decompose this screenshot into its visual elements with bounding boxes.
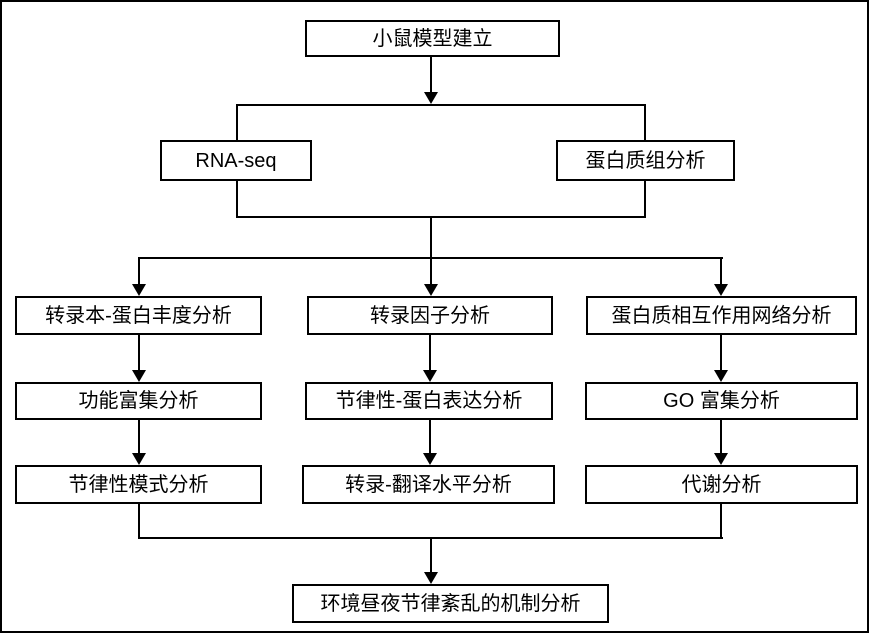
node-transcript-protein-abundance: 转录本-蛋白丰度分析 [15,296,262,335]
arrowhead-right-4-5 [714,453,728,465]
node-transcription-factor-label: 转录因子分析 [370,304,490,327]
connector-bus-right-drop [720,257,722,284]
node-go-enrichment: GO 富集分析 [585,382,858,420]
node-go-enrichment-label: GO 富集分析 [663,390,780,412]
arrowhead-left-3-4 [132,370,146,382]
node-rhythmic-protein-expression: 节律性-蛋白表达分析 [305,382,553,420]
node-metabolism: 代谢分析 [585,465,858,504]
node-proteomics: 蛋白质组分析 [556,140,735,181]
node-mechanism-label: 环境昼夜节律紊乱的机制分析 [320,592,581,615]
connector-group-to-bus [430,218,432,284]
connector-bus-left-drop [138,257,140,284]
connector-right-merge-drop [720,504,722,539]
connector-bus-to-final [430,537,432,572]
node-metabolism-label: 代谢分析 [681,473,762,496]
node-mouse-model: 小鼠模型建立 [305,20,560,57]
connector-top-vertical [430,57,432,93]
node-proteomics-label: 蛋白质组分析 [585,149,706,172]
node-transcription-translation-label: 转录-翻译水平分析 [345,473,512,496]
connector-top-bus [138,257,723,259]
node-functional-enrichment-label: 功能富集分析 [78,390,199,412]
node-rna-seq-label: RNA-seq [195,149,277,172]
node-mouse-model-label: 小鼠模型建立 [372,27,493,50]
node-rna-seq: RNA-seq [160,140,312,181]
connector-right-3-4 [720,335,722,370]
arrowhead-mid-4-5 [423,453,437,465]
connector-left-4-5 [138,420,140,453]
node-transcription-factor: 转录因子分析 [307,296,553,335]
node-ppi-network-label: 蛋白质相互作用网络分析 [611,304,832,327]
arrowhead-right-3-4 [714,370,728,382]
node-transcript-protein-abundance-label: 转录本-蛋白丰度分析 [45,304,232,327]
arrowhead-into-group [424,92,438,104]
connector-right-4-5 [720,420,722,453]
node-transcription-translation: 转录-翻译水平分析 [302,465,555,504]
node-rhythmic-pattern: 节律性模式分析 [15,465,262,504]
arrowhead-into-final [424,572,438,584]
arrowhead-into-left-column [132,284,146,296]
connector-left-3-4 [138,335,140,370]
node-functional-enrichment: 功能富集分析 [15,382,262,420]
arrowhead-into-middle-column [424,284,438,296]
arrowhead-into-right-column [714,284,728,296]
node-rhythmic-protein-expression-label: 节律性-蛋白表达分析 [335,390,523,412]
connector-left-merge-drop [138,504,140,539]
node-ppi-network: 蛋白质相互作用网络分析 [586,296,857,335]
node-rhythmic-pattern-label: 节律性模式分析 [68,473,209,496]
connector-mid-3-4 [429,335,431,370]
connector-mid-4-5 [429,420,431,453]
arrowhead-left-4-5 [132,453,146,465]
arrowhead-mid-3-4 [423,370,437,382]
node-mechanism: 环境昼夜节律紊乱的机制分析 [292,584,609,623]
